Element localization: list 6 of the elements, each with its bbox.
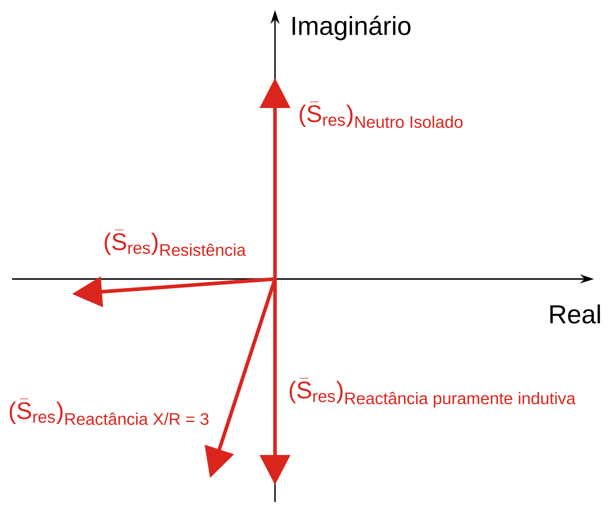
phasor-label: $\text{(}\bar{\text{S}}_{\text{res}}\text{)}_{\text{Reactância X/R = 3}}$ xyxy=(10,398,208,425)
phasor-label: $\text{(}\bar{\text{S}}_{\text{res}}\text{)}_{\text{Neutro Isolado}}$ xyxy=(300,102,463,128)
phasor-label: $\text{(}\bar{\text{S}}_{\text{res}}\text{)}_{\text{Resistência}}$ xyxy=(104,230,246,256)
axis-label: Imaginário xyxy=(292,16,410,40)
axis-label: Real xyxy=(550,304,600,324)
phasor-label: $\text{(}\bar{\text{S}}_{\text{res}}\text{)}_{\text{Reactância puramente indutiva}}$ xyxy=(290,378,576,408)
